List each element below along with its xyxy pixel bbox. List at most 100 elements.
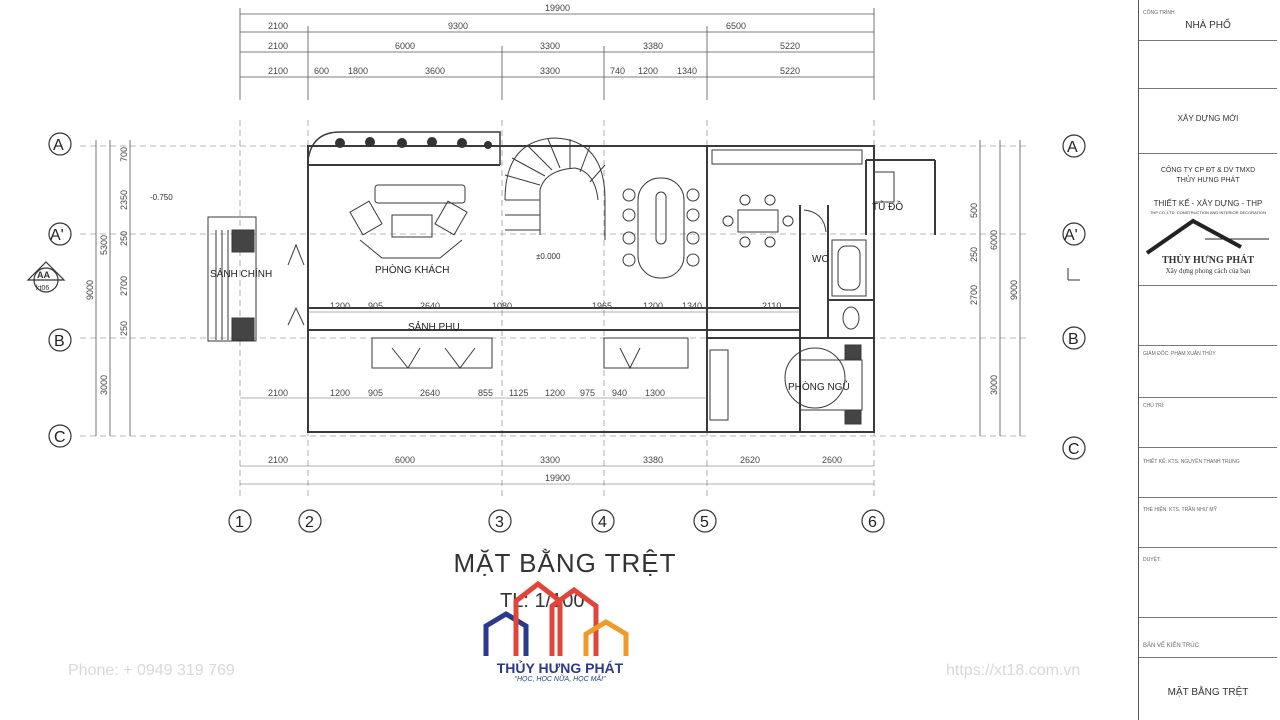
dim-right-outer: 9000 bbox=[1009, 280, 1019, 300]
dim-left-outer: 9000 bbox=[85, 280, 95, 300]
dim-left-g: 3000 bbox=[99, 375, 109, 395]
tb-row-category: XÂY DỰNG MỚI bbox=[1139, 88, 1277, 154]
dimension-lines-top bbox=[239, 8, 875, 100]
dimension-lines-right bbox=[979, 140, 1021, 436]
room-label-side-hall: SẢNH PHỤ bbox=[408, 320, 460, 333]
dim-top2-c: 6500 bbox=[726, 21, 746, 31]
grid-col-5: 5 bbox=[700, 514, 709, 531]
dim-top4-f: 740 bbox=[610, 66, 625, 76]
tb-chief: CHỦ TRÌ: bbox=[1143, 403, 1165, 409]
grid-col-2: 2 bbox=[305, 514, 314, 531]
tb-company2: THỦY HƯNG PHÁT bbox=[1176, 177, 1240, 184]
dim-bottom-b: 6000 bbox=[395, 455, 415, 465]
dim-left-e: 2700 bbox=[119, 276, 129, 296]
tb-project: NHÀ PHỐ bbox=[1185, 20, 1231, 31]
tb-row-contact bbox=[1139, 285, 1277, 346]
dim-top4-g: 1200 bbox=[638, 66, 658, 76]
tb-row-sheet-type: BẢN VẼ KIẾN TRÚC bbox=[1139, 617, 1277, 658]
dim-left-a: 700 bbox=[119, 147, 129, 162]
entrance-steps bbox=[207, 216, 257, 342]
tb-sheet-type: BẢN VẼ KIẾN TRÚC bbox=[1143, 643, 1199, 649]
dim-left-b: 2350 bbox=[119, 190, 129, 210]
tb-project-label: CÔNG TRÌNH bbox=[1143, 10, 1175, 16]
title-block: CÔNG TRÌNH NHÀ PHỐ XÂY DỰNG MỚI CÔNG TY … bbox=[1138, 0, 1280, 720]
dim-top3-a: 2100 bbox=[268, 41, 288, 51]
dim-mid-g: 1340 bbox=[682, 301, 702, 311]
tb-row-checker: DUYỆT: bbox=[1139, 547, 1277, 618]
grid-row-b-right: B bbox=[1068, 331, 1079, 348]
dim-mid-e: 1965 bbox=[592, 301, 612, 311]
tb-house-logo bbox=[1145, 218, 1269, 255]
dim-mid-f: 1200 bbox=[643, 301, 663, 311]
dining-table bbox=[622, 177, 700, 279]
dim-top2-b: 9300 bbox=[448, 21, 468, 31]
tb-row-company: CÔNG TY CP ĐT & DV TMXD THỦY HƯNG PHÁT T… bbox=[1139, 153, 1277, 286]
grid-col-6: 6 bbox=[868, 514, 877, 531]
dim-mid-a: 1200 bbox=[330, 301, 350, 311]
grid-bubbles-right bbox=[1062, 134, 1086, 460]
grid-bubbles-bottom bbox=[228, 509, 885, 533]
section-marker-bottom: kt06 bbox=[36, 285, 49, 292]
grid-row-a-right: A bbox=[1067, 139, 1078, 156]
grid-col-3: 3 bbox=[495, 514, 504, 531]
dim-top4-b: 600 bbox=[314, 66, 329, 76]
grid-col-1: 1 bbox=[235, 514, 244, 531]
brand-name: THỦY HƯNG PHÁT bbox=[496, 660, 624, 676]
grid-row-a2-left: A' bbox=[50, 227, 64, 244]
tb-service: THIẾT KẾ - XÂY DỰNG - THP bbox=[1153, 199, 1263, 208]
dim-right-d: 2700 bbox=[969, 285, 979, 305]
tb-row-sheet-name: MẶT BẰNG TRỆT bbox=[1139, 657, 1277, 717]
grid-bubbles-left bbox=[48, 132, 72, 448]
dim-low-h: 975 bbox=[580, 388, 595, 398]
dim-top3-b: 6000 bbox=[395, 41, 415, 51]
dim-overall-top: 19900 bbox=[545, 3, 570, 13]
entrance-doors bbox=[287, 209, 827, 326]
kitchen-table bbox=[711, 149, 863, 248]
dim-low-e: 855 bbox=[478, 388, 493, 398]
dim-low-f: 1125 bbox=[509, 388, 528, 398]
dim-low-d: 2640 bbox=[420, 388, 440, 398]
tb-company: CÔNG TY CP ĐT & DV TMXD bbox=[1160, 167, 1256, 174]
tb-row-project: CÔNG TRÌNH NHÀ PHỐ bbox=[1139, 0, 1277, 41]
bedroom-furniture bbox=[709, 344, 863, 425]
level-floor: ±0.000 bbox=[536, 252, 561, 261]
tb-brand: THỦY HƯNG PHÁT bbox=[1161, 255, 1255, 266]
dim-low-g: 1200 bbox=[545, 388, 565, 398]
room-label-wc: WC bbox=[812, 254, 829, 265]
dim-mid-b: 905 bbox=[368, 301, 383, 311]
grid-row-c-left: C bbox=[54, 429, 66, 446]
plants bbox=[335, 137, 492, 149]
dim-bottom-c: 3300 bbox=[540, 455, 560, 465]
tb-sheet-name: MẶT BẰNG TRỆT bbox=[1167, 687, 1249, 698]
tb-director: GIÁM ĐỐC: PHẠM XUÂN THỦY bbox=[1143, 351, 1216, 357]
level-step: -0.750 bbox=[150, 193, 173, 202]
dim-top3-e: 5220 bbox=[780, 41, 800, 51]
room-label-main-hall: SẢNH CHÍNH bbox=[210, 267, 272, 280]
dim-right-c: 6000 bbox=[989, 230, 999, 250]
tb-row-chief: CHỦ TRÌ: bbox=[1139, 397, 1277, 448]
dim-right-b: 250 bbox=[969, 247, 979, 262]
watermark-phone: Phone: + 0949 319 769 bbox=[68, 662, 235, 679]
dimension-lines-left bbox=[95, 140, 131, 436]
tb-service-en: THP CO.,LTD. CONSTRUCTION AND INTERIOR D… bbox=[1149, 210, 1266, 215]
dim-top4-h: 1340 bbox=[677, 66, 697, 76]
tb-checker: DUYỆT: bbox=[1143, 557, 1161, 563]
tb-row-director: GIÁM ĐỐC: PHẠM XUÂN THỦY bbox=[1139, 345, 1277, 398]
dimension-lines-interior bbox=[240, 311, 874, 485]
dim-left-f: 250 bbox=[119, 321, 129, 336]
watermark-website: https://xt18.com.vn bbox=[946, 662, 1081, 679]
dim-top4-c: 1800 bbox=[348, 66, 368, 76]
dim-left-d: 250 bbox=[119, 231, 129, 246]
dim-overall-bottom: 19900 bbox=[545, 473, 570, 483]
tb-brand-tag: Xây dựng phong cách của bạn bbox=[1165, 267, 1251, 275]
dim-left-c: 5300 bbox=[99, 235, 109, 255]
tb-designer: THIẾT KẾ: KTS. NGUYỄN THANH TRUNG bbox=[1143, 459, 1240, 465]
dim-right-a: 500 bbox=[969, 203, 979, 218]
dim-mid-d: 1080 bbox=[492, 301, 512, 311]
dim-bottom-d: 3380 bbox=[643, 455, 663, 465]
brand-slogan: "HỌC, HỌC NỮA, HỌC MÃI" bbox=[514, 676, 606, 683]
planter-strip bbox=[307, 131, 501, 165]
dim-low-c: 905 bbox=[368, 388, 383, 398]
dim-top2-a: 2100 bbox=[268, 21, 288, 31]
